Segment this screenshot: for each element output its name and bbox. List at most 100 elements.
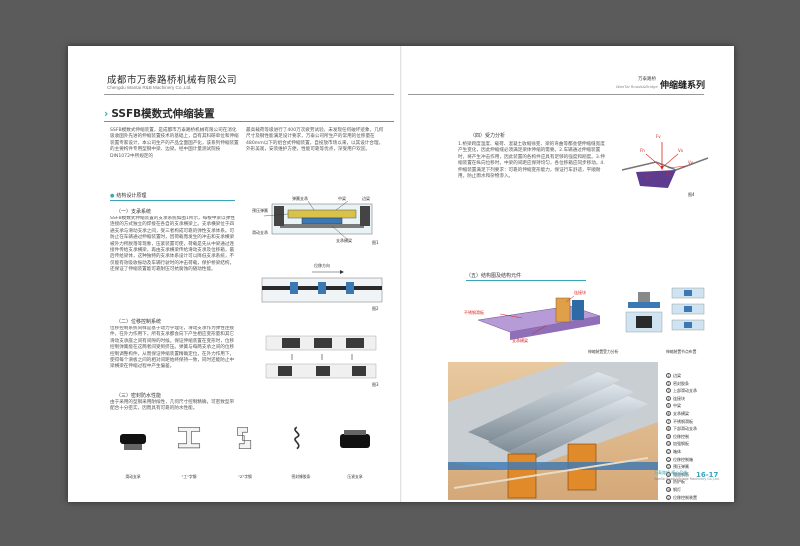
legend-label: 锚固钢筋 [673,471,689,477]
profiles-row: 滑动支承 "工"字钢 "Z"字钢 密封橡胶条 压紧支承 [108,424,398,484]
legend-number-icon: 1 [666,373,671,378]
brochure-spread: 成都市万泰路桥机械有限公司 Chengdu Wantai R&B Machine… [68,46,734,502]
profile-caption: 压紧支承 [347,474,363,479]
vector-label: Vy [688,160,693,165]
struct-label-slide-plate: 不锈钢滑板 [464,310,484,315]
chevron-icon: › [104,108,109,120]
displacement-text: 位移控制系统同样是基于动力学理论，滑动支承作为弹性连接件，在外力作用下，所有支承… [110,326,235,370]
legend-number-icon: 16 [666,486,672,492]
cutaway-drawing [448,362,658,500]
profile-caption: 滑动支承 [125,474,141,479]
cutaway-illustration [448,362,658,500]
legend-number-icon: 14 [666,471,672,477]
structure-diagram-drawing [477,295,601,340]
legend-number-icon: 10 [666,441,672,447]
force-text: 1.桥梁跨度温度、载荷、混凝土收缩徐变、梁的弯曲等都会使伸缩缝宽度产生变化，因此… [458,142,605,180]
legend-number-icon: 8 [666,426,671,432]
legend-label: 中梁 [673,403,681,409]
legend-label: 防护板 [673,479,685,485]
struct-heading: （五）结构图及结构元件 [466,273,522,279]
legend-label: 箱体 [673,448,681,454]
page-title: ›SSFB模数式伸缩装置 [104,108,215,120]
figure-2-drawing [261,270,383,303]
figure-2: 位移方向 图2 [252,258,392,318]
legend-label: 加强钢板 [673,441,689,447]
vector-label: Vz [666,172,671,177]
sub-heading-seal: （三）密封防水性能 [116,393,162,399]
force-section-figure [624,284,664,340]
legend-label: 位移控制箱 [673,456,693,462]
sub-heading-displacement: （二）位移控制系统 [116,319,162,325]
intro-left: SSFB模数式伸缩装置，是成都市万泰路桥机械有限公司在消化吸收国外先进的伸缩装置… [110,128,239,159]
legend-number-icon: 4 [666,395,671,401]
sliding-support-profile-icon [120,434,146,450]
legend-label: 预压弹簧 [673,464,689,470]
vector-label: Fh [640,148,645,153]
rubber-seal-profile-icon [294,426,300,450]
fig1-label-cross-beam: 支承横梁 [336,238,352,243]
legend-label: 密封胶条 [673,380,689,386]
profile-caption: "Z"字钢 [238,474,252,479]
legend-number-icon: 6 [666,410,671,416]
legend-number-icon: 2 [666,380,671,386]
vector-label: Vs [646,174,651,179]
page-fold [400,46,402,502]
legend-label: 下部滑动支承 [673,426,697,432]
profile-caption: "工"字钢 [181,474,197,479]
fig2-caption: 图2 [372,306,379,311]
struct-label-cross-beam: 支承横梁 [512,338,528,343]
intro-right: 最高载荷等级进行了400万次疲劳试验，未发现任何破坏迹象，几何尺寸及钢性能满足设… [246,128,384,153]
vector-label: Fv [656,134,661,139]
node-layout-drawing [671,287,705,331]
legend-label: 边梁 [673,373,681,378]
legend-label: 不锈钢滑板 [673,418,693,424]
z-beam-profile-icon [237,426,252,450]
company-name-en: Chengdu Wantai R&B Machinery Co.,Ltd. [107,85,192,90]
force-heading: （四）受力分析 [470,133,506,139]
header-rule-right [408,94,704,95]
series-brand-en: WanTai Roads&Bridge [616,84,658,89]
legend-label: 上部滑动支承 [673,388,697,394]
fig4-caption: 图4 [688,192,695,197]
page-number: 16-17 [696,471,719,479]
legend-number-icon: 11 [666,448,672,454]
legend-number-icon: 3 [666,388,671,394]
support-text: SSFB模数式伸缩装置的支承系统如图1所示，每根中梁以弹性连接的方式独立的焊接在… [110,216,235,273]
fig1-caption: 图1 [372,240,379,245]
figure-1-drawing [263,200,373,241]
press-support-profile-icon [340,430,370,448]
sub-heading-support: （一）支承系统 [116,209,152,215]
legend-label: 连接块 [673,395,685,401]
legend-label: 钢灯 [673,486,681,492]
header-rule [104,94,394,95]
footer-brand: 万泰路桥 精心品质 [654,470,688,475]
legend-number-icon: 15 [666,479,672,485]
figure-3: 图3 [252,328,392,392]
figure-3-drawing [265,335,377,379]
footer-brand-en: WanTai Roads&Bridge Machinery Co.,Ltd. [654,477,720,481]
figure-1: 弹簧支承 中梁 边梁 预压弹簧 滑动支承 支承横梁 图1 [252,196,392,246]
title-rule [104,121,394,122]
fig1-label-edge-beam: 边梁 [362,196,370,201]
legend-label: 位移控制 [673,433,689,439]
fig3-caption: 图3 [372,382,379,387]
legend-number-icon: 7 [666,418,671,424]
fig1-label-spring-support: 弹簧支承 [292,196,308,201]
legend-number-icon: 17 [666,494,672,500]
section-rule [110,200,235,201]
i-beam-profile-icon [177,426,201,449]
